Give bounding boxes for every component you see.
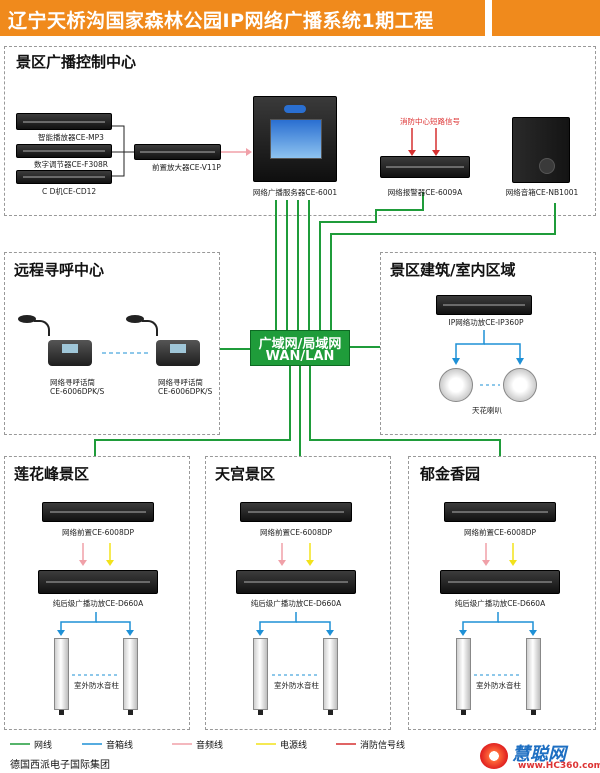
- mic2-base: [156, 340, 200, 366]
- net-line-zone3: [309, 366, 501, 456]
- monitor-driver-icon: [539, 158, 555, 174]
- server-device: [253, 96, 337, 182]
- zone2-column-speaker-right: [323, 638, 338, 715]
- mic1-stem: [34, 320, 50, 336]
- legend-audio: 音频线: [196, 741, 224, 751]
- zone2-column-speaker-left: [253, 638, 268, 715]
- alarm-label: 网络报警器CE-6009A: [387, 188, 463, 197]
- mic2-label: 网络寻呼话筒 CE-6006DPK/S: [158, 378, 213, 396]
- zone2-speaker-label: 室外防水音柱: [274, 681, 319, 690]
- tuner-device: [16, 144, 112, 158]
- zone-title-2: 天宫景区: [215, 465, 276, 483]
- zone2-front-device: [240, 502, 352, 522]
- zone-area-2: [205, 456, 391, 730]
- page-title: 辽宁天桥沟国家森林公园IP网络广播系统1期工程: [8, 10, 434, 32]
- watermark-logo-icon: [480, 743, 508, 769]
- zone1-amp-device: [38, 570, 158, 594]
- zone3-speaker-label: 室外防水音柱: [476, 681, 521, 690]
- zone1-front-label: 网络前置CE-6008DP: [61, 528, 135, 537]
- tuner-label: 数字调节器CE-F308R: [34, 160, 109, 169]
- server-logo: [284, 105, 306, 113]
- indoor-area: [380, 252, 596, 435]
- legend-speaker: 音箱线: [106, 741, 134, 751]
- title-bar: 辽宁天桥沟国家森林公园IP网络广播系统1期工程: [0, 0, 485, 36]
- mic1-screen: [62, 344, 78, 353]
- mic1-base: [48, 340, 92, 366]
- footer-company: 德国西派电子国际集团: [10, 760, 110, 771]
- mic2-screen: [170, 344, 186, 353]
- zone2-front-label: 网络前置CE-6008DP: [259, 528, 333, 537]
- zone1-front-device: [42, 502, 154, 522]
- server-label: 网络广播服务器CE-6001: [252, 188, 338, 197]
- wan-label-cn: 广域网/局域网: [258, 337, 342, 352]
- watermark-name: 慧聪网: [512, 744, 566, 765]
- ip-amp-device: [436, 295, 532, 315]
- zone1-speaker-label: 室外防水音柱: [74, 681, 119, 690]
- mic2-stem: [142, 320, 158, 336]
- preamp-label: 前置放大器CE-V11P: [152, 163, 221, 172]
- zone3-front-device: [444, 502, 556, 522]
- zone-title-1: 莲花峰景区: [14, 465, 90, 483]
- audio-mp3-preamp: [112, 125, 134, 153]
- ip-amp-label: IP网络功放CE-IP360P: [448, 318, 524, 327]
- zone2-amp-device: [236, 570, 356, 594]
- zone-area-3: [408, 456, 596, 730]
- audio-cd-preamp: [112, 152, 125, 177]
- zone1-column-speaker-left: [54, 638, 69, 715]
- zone1-column-speaker-right: [123, 638, 138, 715]
- zone1-amp-label: 纯后级广播功放CE-D660A: [52, 599, 144, 608]
- mp3-player-device: [16, 113, 112, 130]
- preamp-device: [134, 144, 221, 160]
- mic2-head-icon: [126, 315, 144, 323]
- net-line-alarm: [319, 192, 424, 330]
- remote-title: 远程寻呼中心: [14, 261, 105, 279]
- zone-title-3: 郁金香园: [420, 465, 481, 483]
- zone3-amp-device: [440, 570, 560, 594]
- zone3-column-speaker-right: [526, 638, 541, 715]
- alarm-device: [380, 156, 470, 178]
- mic1-head-icon: [18, 315, 36, 323]
- monitor-speaker-device: [512, 117, 570, 183]
- fire-signal-label: 消防中心短路信号: [400, 117, 460, 126]
- remote-area: [4, 252, 220, 435]
- net-line-monitor: [330, 203, 556, 330]
- indoor-title: 景区建筑/室内区域: [390, 261, 516, 279]
- legend-power: 电源线: [280, 741, 308, 751]
- server-screen: [270, 119, 322, 159]
- zone3-column-speaker-left: [456, 638, 471, 715]
- zone2-amp-label: 纯后级广播功放CE-D660A: [250, 599, 342, 608]
- ceiling-speaker-right-icon: [503, 368, 537, 402]
- legend-fire: 消防信号线: [360, 741, 406, 751]
- mp3-player-label: 智能播放器CE-MP3: [38, 133, 104, 142]
- monitor-speaker-label: 网络音箱CE-NB1001: [505, 188, 579, 197]
- ceiling-speaker-label: 天花喇叭: [472, 406, 502, 415]
- net-line-zone1: [94, 366, 291, 456]
- control-center-area: [4, 46, 596, 216]
- watermark-url: www.HC360.com: [518, 761, 600, 771]
- mic1-label: 网络寻呼话筒 CE-6006DPK/S: [50, 378, 105, 396]
- ceiling-speaker-left-icon: [439, 368, 473, 402]
- zone3-front-label: 网络前置CE-6008DP: [463, 528, 537, 537]
- watermark: 慧聪网 www.HC360.com: [478, 740, 600, 773]
- control-center-title: 景区广播控制中心: [16, 53, 137, 71]
- title-decoration: [492, 0, 600, 36]
- wan-lan-box: 广域网/局域网 WAN/LAN: [250, 330, 350, 366]
- legend-network: 网线: [34, 741, 53, 751]
- zone3-amp-label: 纯后级广播功放CE-D660A: [454, 599, 546, 608]
- wan-label-en: WAN/LAN: [265, 349, 335, 364]
- cd-player-label: C D机CE-CD12: [42, 187, 97, 196]
- cd-player-device: [16, 170, 112, 184]
- zone-area-1: [4, 456, 190, 730]
